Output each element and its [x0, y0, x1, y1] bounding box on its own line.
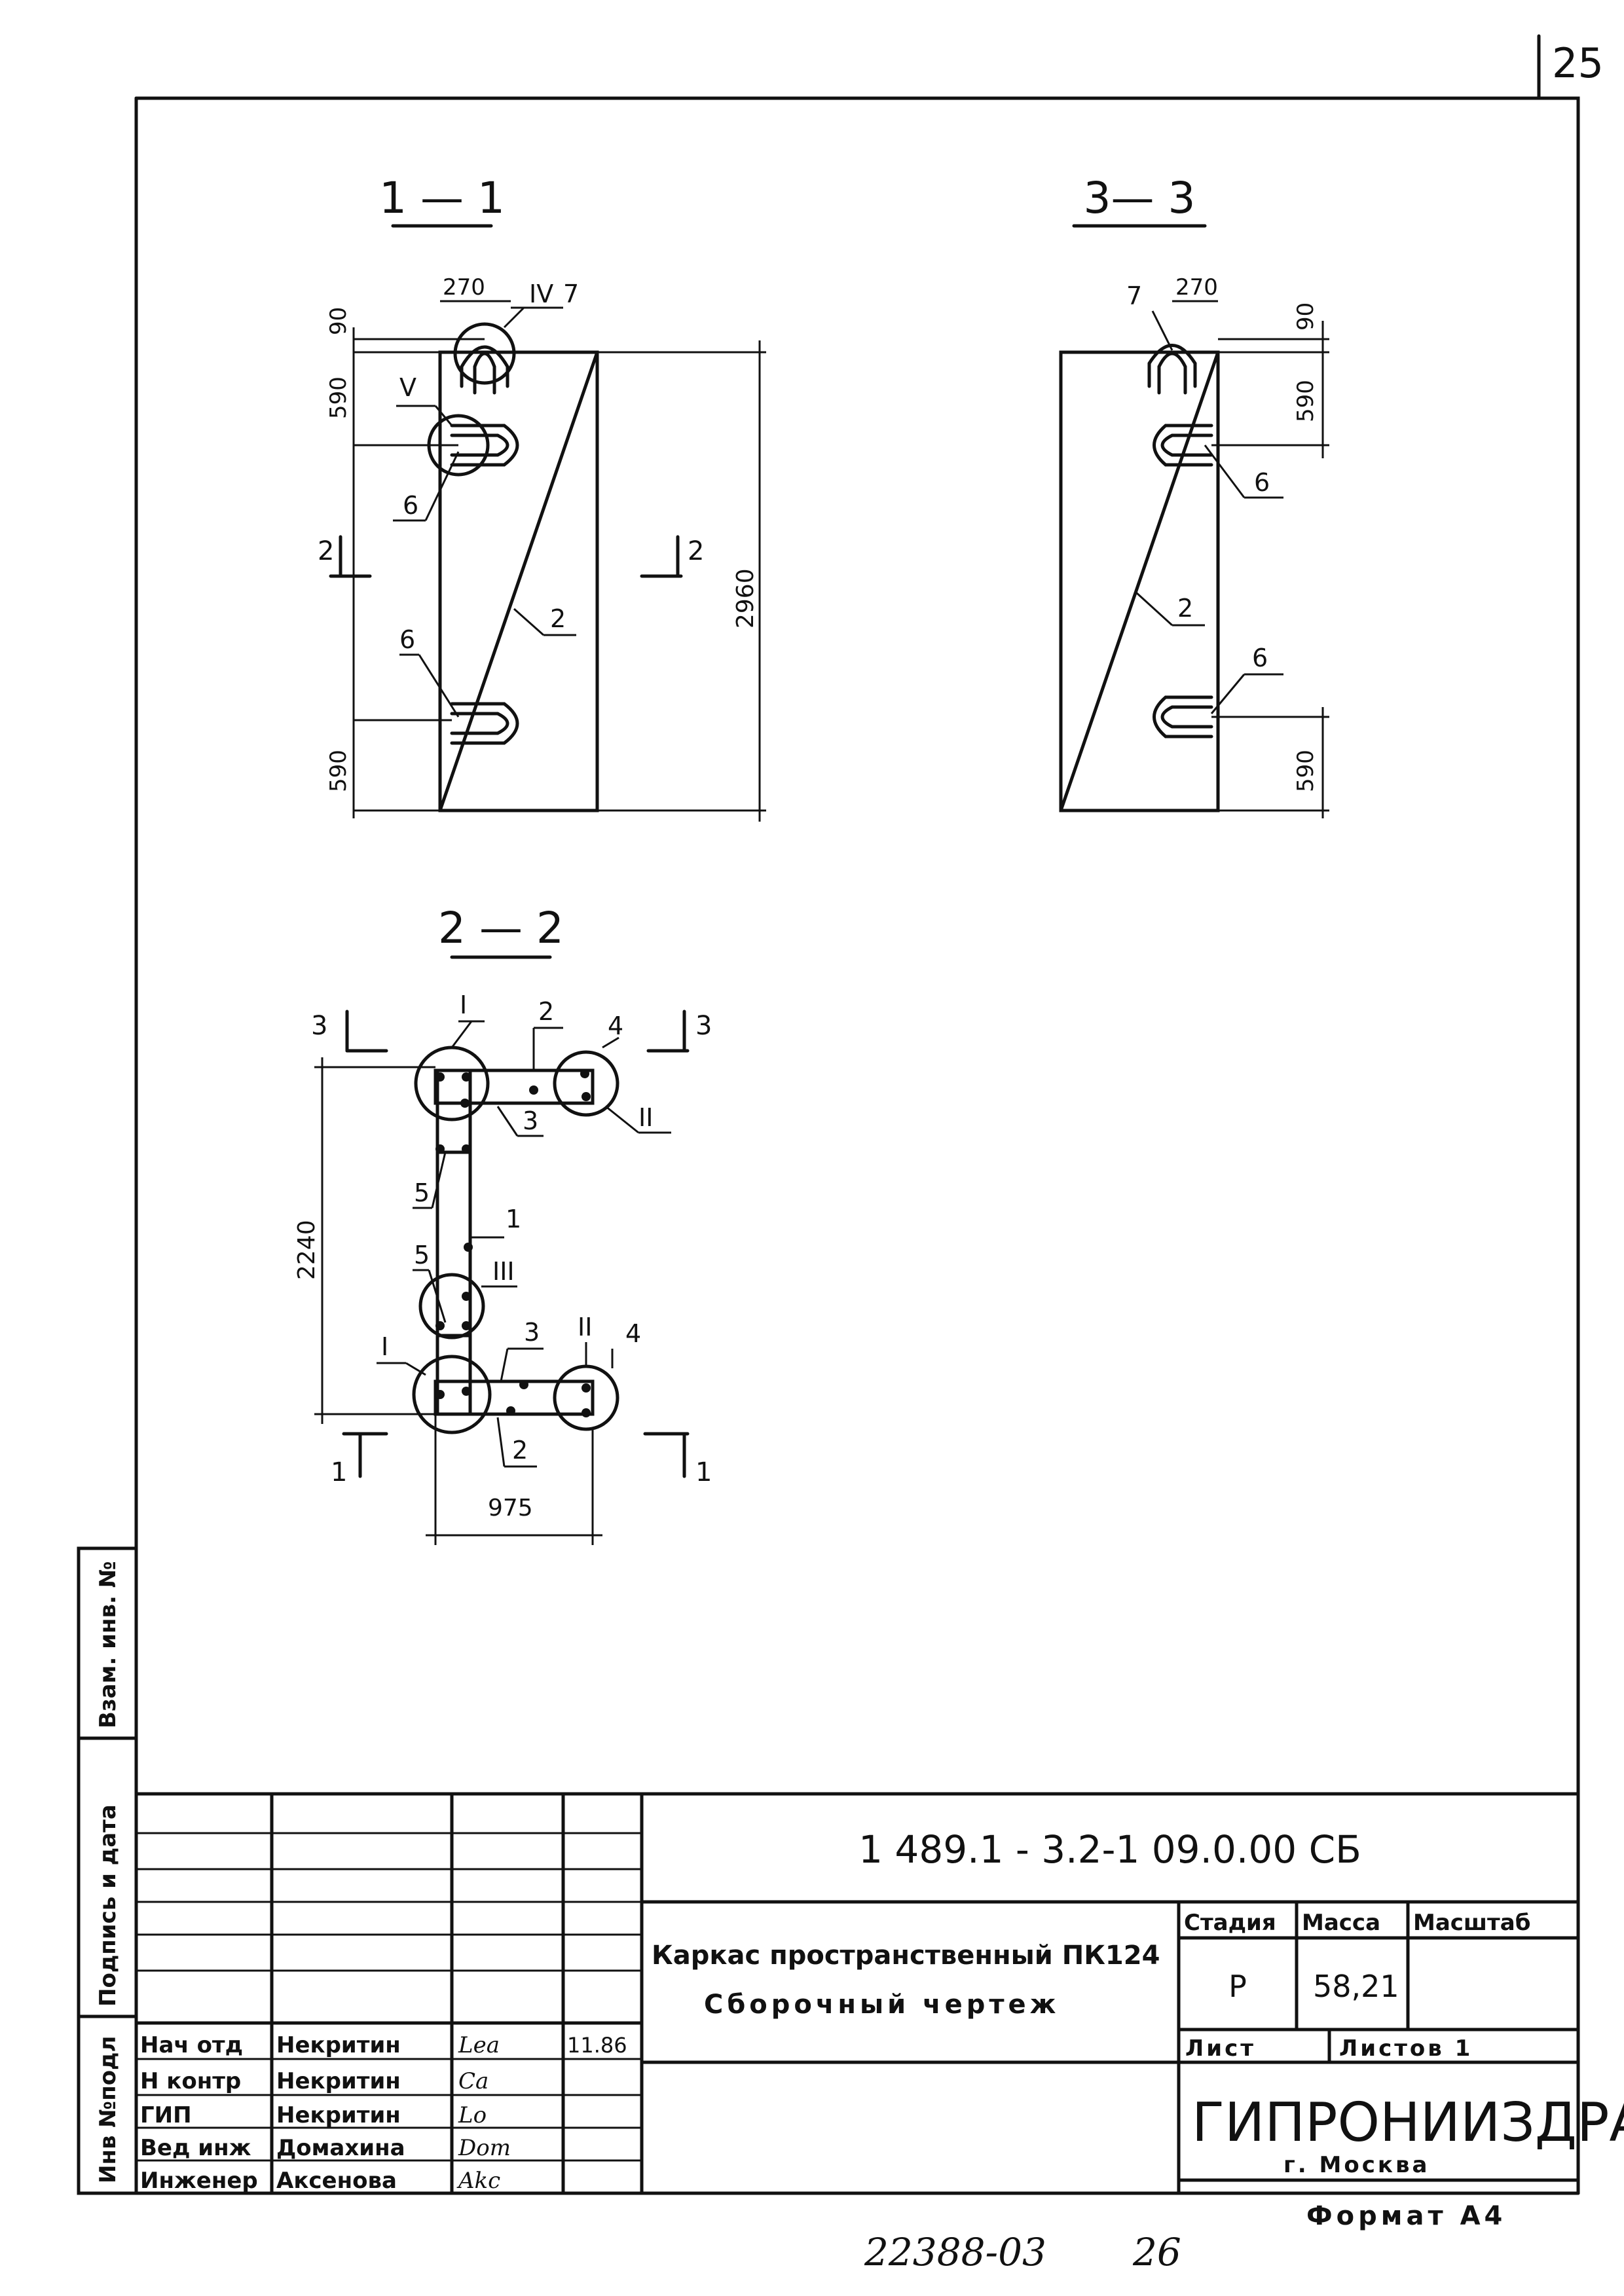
- title-block-city: г. Москва: [1283, 2152, 1430, 2178]
- side-stamp: Инв №подл Подпись и дата Взам. инв. №: [77, 1546, 138, 2195]
- view-1-1-dim-90: 90: [325, 307, 352, 335]
- title-block-org: ГИПРОНИИЗДРАВ: [1192, 2092, 1624, 2154]
- view-1-1-node-v: V: [399, 373, 416, 402]
- view-1-1-node-iv: IV: [529, 280, 553, 308]
- view-1-1-dim-590-bottom: 590: [325, 750, 352, 792]
- footer-format: Формат А4: [1306, 2201, 1506, 2231]
- view-3-3-dim-270: 270: [1175, 274, 1218, 301]
- footer-page: 26: [1132, 2230, 1181, 2274]
- role-name: Домахина: [276, 2135, 405, 2161]
- view-2-2-pos-5-bottom: 5: [414, 1241, 430, 1269]
- view-2-2-pos-3-bottom: 3: [524, 1318, 540, 1347]
- view-1-1-dim-2960: 2960: [732, 568, 759, 629]
- view-2-2-pos-3-top: 3: [523, 1106, 538, 1135]
- view-3-3-dim-590-bottom: 590: [1293, 750, 1319, 792]
- title-block-stage: Р: [1228, 1969, 1247, 2004]
- view-2-2-node-i-top: I: [460, 991, 467, 1019]
- page-number: 25: [1552, 39, 1604, 87]
- view-2-2-node-ii-top: II: [638, 1103, 653, 1132]
- title-block-designation: 1 489.1 - 3.2-1 09.0.00 СБ: [858, 1827, 1361, 1872]
- role-name: Некритин: [276, 2068, 401, 2094]
- frame-top-right: [134, 96, 1580, 2195]
- side-stamp-sign-date: Подпись и дата: [95, 1804, 121, 2007]
- view-2-2-dim-2240: 2240: [293, 1220, 320, 1280]
- view-2-2-cut1-left: 1: [331, 1457, 347, 1487]
- view-2-2-cut3-left: 3: [311, 1011, 327, 1041]
- view-3-3-frame-outline: [1059, 350, 1220, 812]
- view-1-1-pos-6-top: 6: [403, 491, 418, 520]
- view-3-3: 3— 3 270 90 590 590 7 6 6 2: [1059, 173, 1329, 818]
- view-2-2-node-i-bottom: I: [381, 1332, 388, 1361]
- view-1-1-pos-7: 7: [563, 280, 579, 308]
- view-2-2-pos-2-top: 2: [538, 997, 554, 1026]
- view-2-2-cut3-right: 3: [695, 1011, 712, 1041]
- view-1-1-dim-270: 270: [443, 274, 485, 301]
- view-2-2: 2 — 2 2240: [293, 903, 712, 1545]
- title-block-name-line2: Сборочный чертеж: [704, 1990, 1060, 2020]
- footer-archive-number: 22388-03: [864, 2230, 1046, 2274]
- title-block-col-scale: Масштаб: [1413, 1910, 1530, 1936]
- view-2-2-node-ii-bottom: II: [578, 1313, 592, 1341]
- view-2-2-pos-1: 1: [506, 1205, 521, 1233]
- view-2-2-pos-2-bottom: 2: [512, 1436, 528, 1465]
- view-3-3-pos-2: 2: [1177, 594, 1193, 623]
- view-1-1-dim-590-top: 590: [325, 376, 352, 419]
- title-block-sheets-label: Листов 1: [1339, 2035, 1473, 2062]
- view-1-1-cut-right: 2: [688, 536, 704, 566]
- view-2-2-title: 2 — 2: [438, 903, 564, 953]
- title-block-roles: Нач отд Некритин Lea 11.86 Н контр Некри…: [140, 2032, 627, 2194]
- view-2-2-pos-4-bottom: 4: [625, 1319, 641, 1348]
- view-2-2-node-iii: III: [492, 1257, 515, 1286]
- title-block-name-line1: Каркас пространственный ПК124: [652, 1941, 1160, 1971]
- role-signature: Ca: [458, 2068, 489, 2094]
- role-signature: Lo: [458, 2102, 487, 2128]
- title-block: 1 489.1 - 3.2-1 09.0.00 СБ Каркас простр…: [134, 1792, 1624, 2195]
- view-1-1-pos-2: 2: [550, 604, 566, 633]
- side-stamp-inv: Инв №подл: [95, 2036, 121, 2183]
- role-signature: Akc: [456, 2168, 500, 2194]
- role-signature: Dom: [458, 2135, 511, 2161]
- role-date: 11.86: [567, 2033, 627, 2058]
- role-signature: Lea: [458, 2032, 500, 2058]
- view-1-1-cut-left: 2: [318, 536, 334, 566]
- role-name: Некритин: [276, 2032, 401, 2058]
- view-1-1-frame-outline: [438, 350, 599, 812]
- view-2-2-pos-4-top: 4: [608, 1011, 623, 1040]
- role-label: Н контр: [140, 2068, 241, 2094]
- view-3-3-pos-6-top: 6: [1254, 468, 1270, 497]
- role-label: Инженер: [140, 2168, 258, 2194]
- role-label: Вед инж: [140, 2135, 251, 2161]
- view-2-2-pos-5-top: 5: [414, 1178, 430, 1207]
- view-2-2-cut1-right: 1: [695, 1457, 712, 1487]
- role-name: Аксенова: [276, 2168, 397, 2194]
- role-label: Нач отд: [140, 2032, 243, 2058]
- view-2-2-dim-975: 975: [488, 1495, 533, 1522]
- title-block-col-stage: Стадия: [1184, 1910, 1276, 1936]
- view-3-3-diagonal-bar: [1059, 350, 1220, 812]
- role-name: Некритин: [276, 2102, 401, 2128]
- view-1-1-pos-6-bottom: 6: [399, 625, 415, 654]
- side-stamp-vzam: Взам. инв. №: [95, 1561, 121, 1728]
- view-1-1: 1 — 1 270 90 590 590 2960 IV 7 V: [318, 173, 766, 822]
- title-block-sheet-label: Лист: [1185, 2035, 1256, 2062]
- role-label: ГИП: [140, 2102, 192, 2128]
- view-1-1-title: 1 — 1: [379, 173, 505, 223]
- view-3-3-dim-590-top: 590: [1293, 380, 1319, 422]
- title-block-mass: 58,21: [1313, 1969, 1399, 2004]
- title-block-col-mass: Масса: [1302, 1910, 1380, 1936]
- view-3-3-pos-6-bottom: 6: [1252, 644, 1268, 672]
- view-3-3-dim-90: 90: [1293, 302, 1319, 331]
- view-3-3-title: 3— 3: [1084, 173, 1196, 223]
- view-3-3-pos-7: 7: [1126, 282, 1142, 310]
